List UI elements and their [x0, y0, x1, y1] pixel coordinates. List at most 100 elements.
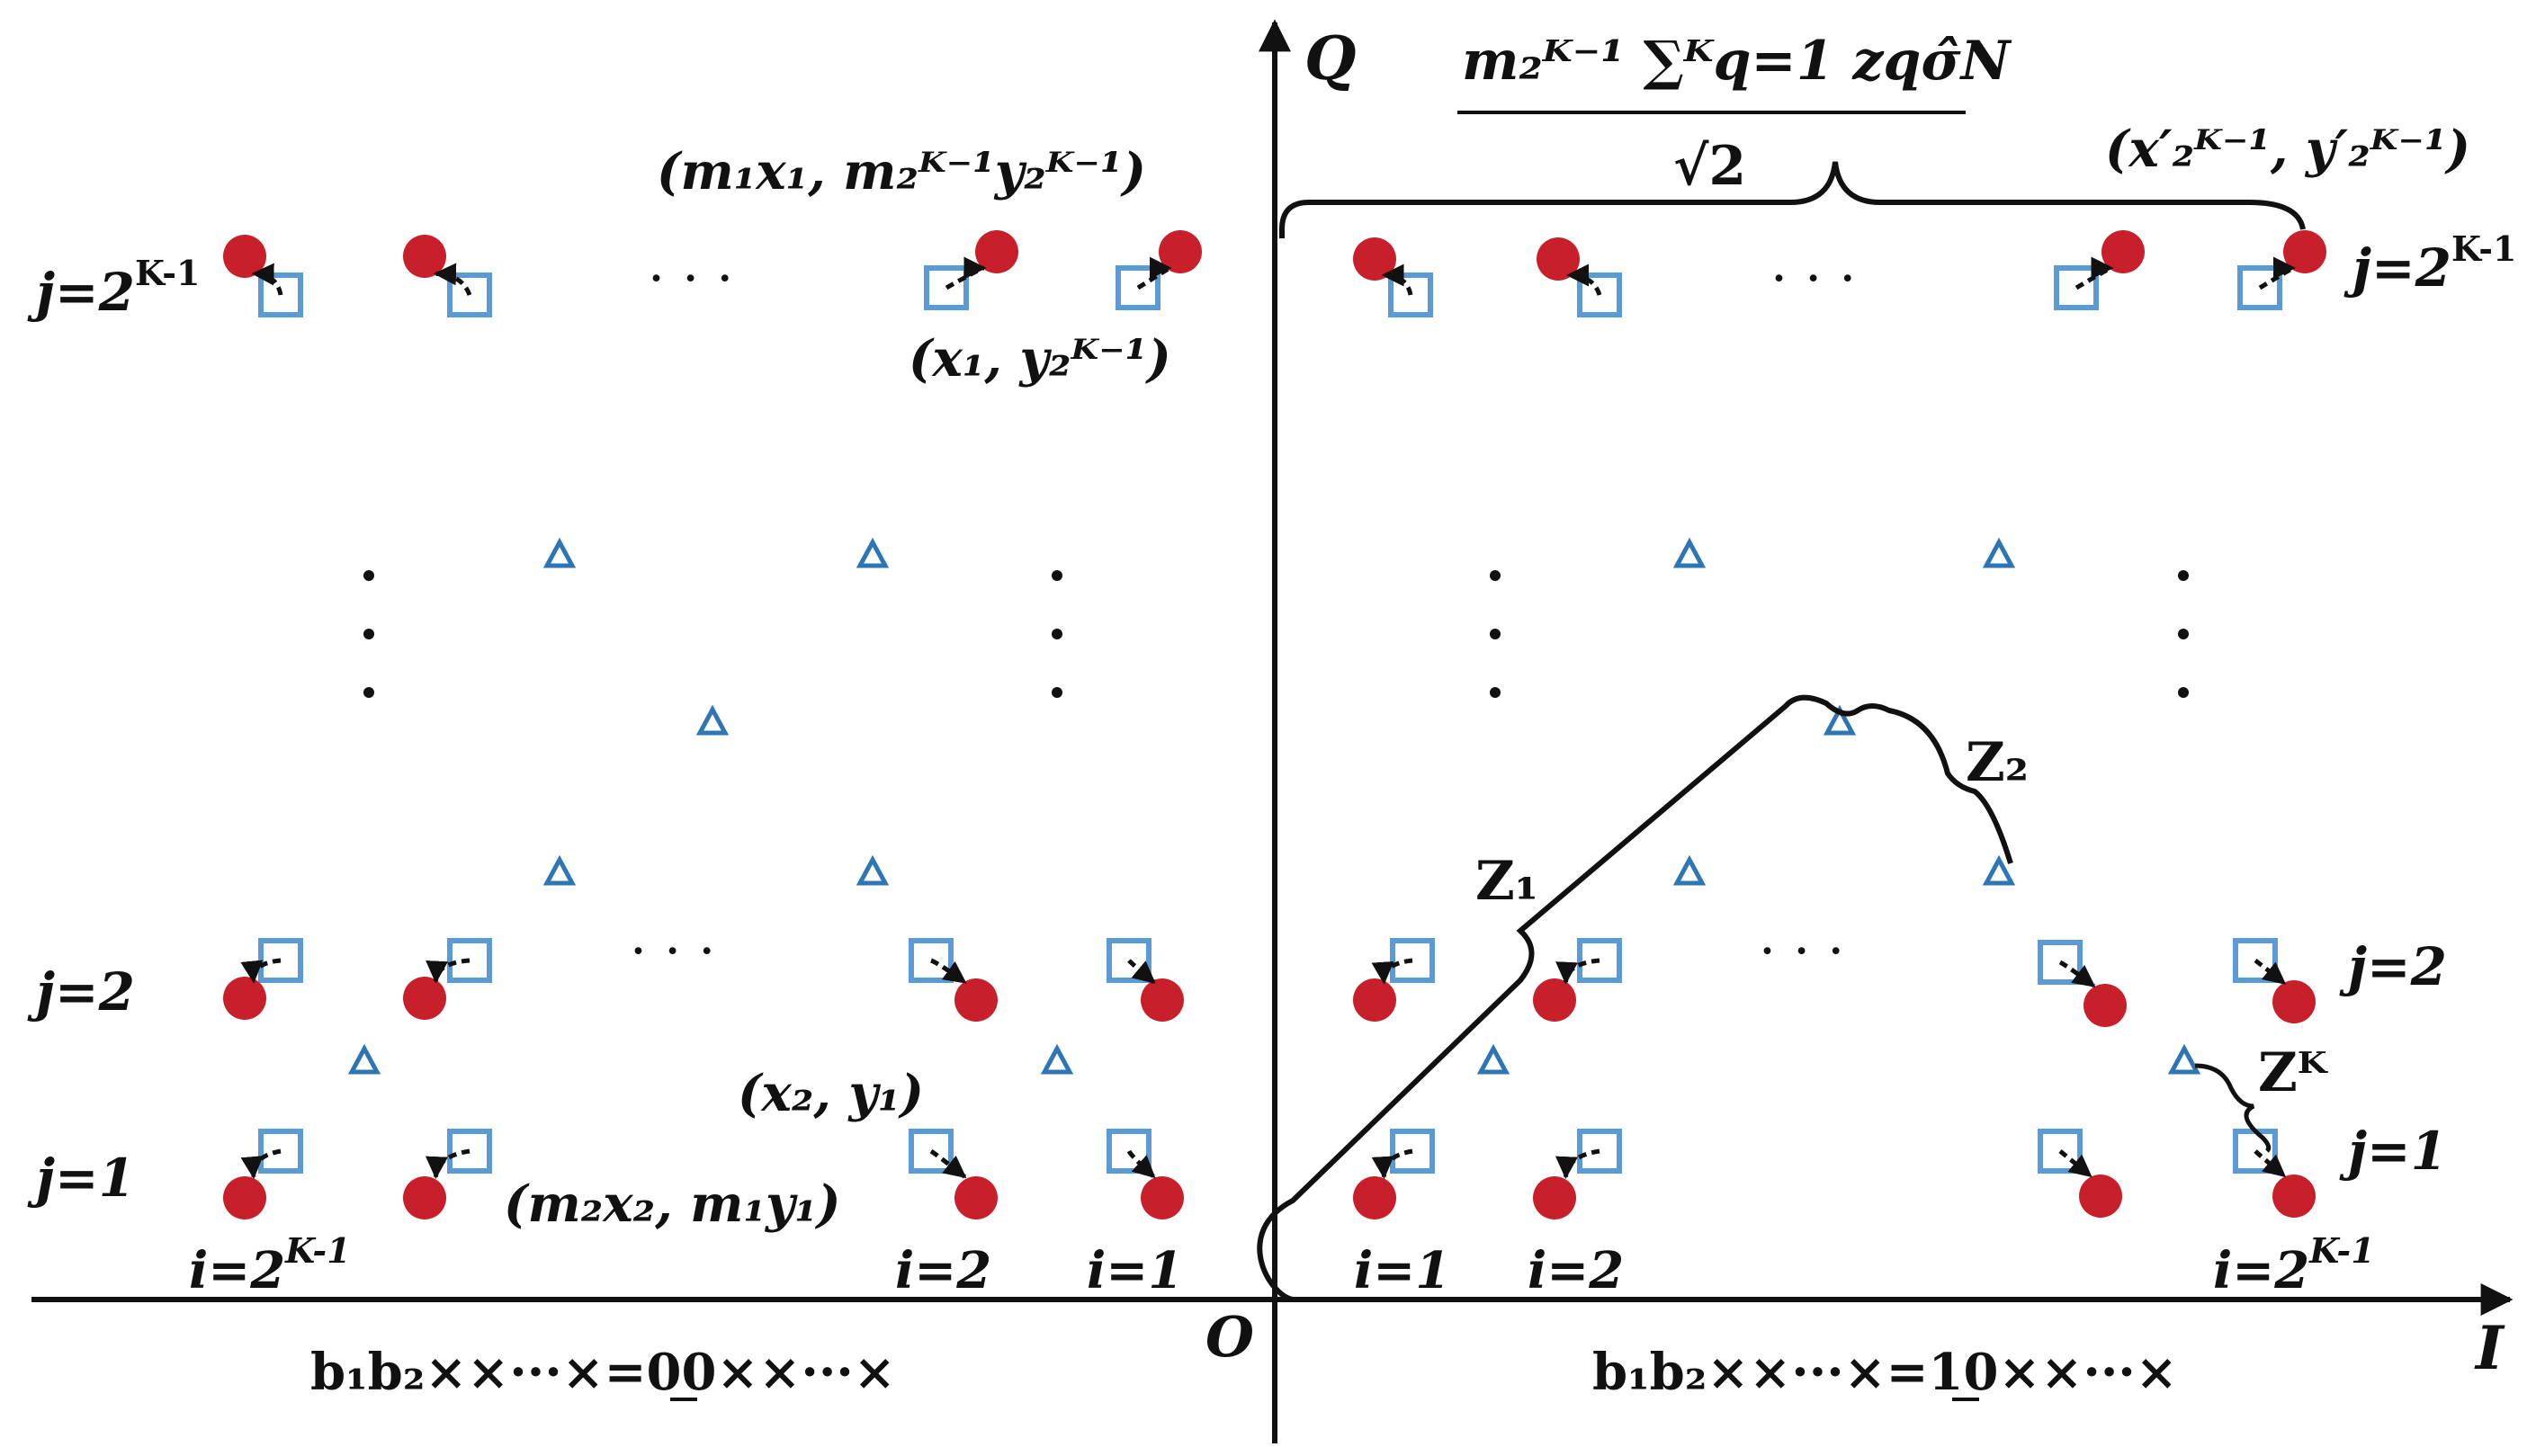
zk-label: Zᴷ	[2258, 1041, 2329, 1104]
circle-marker-16	[2272, 980, 2316, 1023]
square-marker-5	[1388, 272, 1433, 317]
vertical-ellipses	[363, 570, 2189, 698]
constellation-points	[223, 230, 2326, 1219]
col-label-right-far: i=2K-1	[2213, 1230, 2375, 1300]
vertical-dot-3-3	[1490, 687, 1501, 698]
dashed-arrow-18	[426, 1148, 470, 1180]
dashed-arrow-7	[2075, 256, 2114, 290]
vertical-dot-2-3	[1052, 687, 1062, 698]
dashed-arrow-13	[1371, 958, 1413, 985]
label-top-left-orig: (x₁, y₂ᴷ⁻¹)	[909, 329, 1171, 389]
row-label-top-left: j=2K-1	[27, 253, 200, 323]
triangle-marker-1	[542, 537, 577, 568]
col-label-left-i2: i=2	[895, 1241, 991, 1300]
square-marker-7	[2054, 265, 2099, 310]
circle-marker-23	[2079, 1175, 2122, 1218]
dashed-arrow-8	[2258, 256, 2296, 290]
origin-label: O	[1205, 1304, 1254, 1370]
z2-label: Z₂	[1966, 731, 2029, 794]
dashed-arrow-21	[1371, 1148, 1413, 1180]
circle-marker-13	[1353, 978, 1396, 1022]
dashed-arrow-17	[240, 1148, 282, 1180]
square-marker-10	[447, 938, 492, 983]
q-axis-label: Q	[1304, 23, 1357, 94]
triangle-marker-12	[1982, 854, 2016, 886]
ellipsis-mid-left: · · ·	[630, 920, 715, 983]
triangle-marker-14	[2167, 1043, 2201, 1075]
square-marker-14	[1577, 938, 1622, 983]
vertical-dot-4-1	[2178, 570, 2189, 581]
triangle-marker-8	[1672, 537, 1707, 568]
circle-marker-10	[403, 977, 446, 1020]
circle-marker-24	[2272, 1175, 2316, 1218]
dashed-arrow-6	[1566, 264, 1602, 296]
triangle-marker-11	[1672, 854, 1707, 886]
vertical-dot-1-1	[363, 570, 374, 581]
row-label-top-right: j=2K-1	[2343, 228, 2516, 299]
triangle-marker-5	[856, 854, 890, 886]
z-path	[1257, 694, 2013, 1302]
label-bottom-left-orig: (x₂, y₁)	[738, 1064, 924, 1123]
circle-marker-12	[1141, 978, 1184, 1022]
vertical-dot-4-2	[2178, 629, 2189, 639]
top-brace	[1279, 161, 2306, 238]
dashed-arrow-3	[945, 256, 987, 290]
dashed-arrow-4	[1136, 258, 1172, 290]
triangle-marker-7	[1040, 1043, 1074, 1075]
triangle-marker-6	[347, 1043, 381, 1075]
dashed-arrow-24	[2254, 1149, 2287, 1178]
circle-marker-7	[2101, 230, 2145, 273]
formula-denominator: √2	[1673, 135, 1746, 198]
vertical-dot-2-2	[1052, 629, 1062, 639]
vertical-dot-1-2	[363, 629, 374, 639]
triangle-marker-13	[1476, 1043, 1510, 1075]
label-bottom-left-mapped: (m₂x₂, m₁y₁)	[504, 1175, 841, 1234]
row-label-j2-right: j=2	[2339, 936, 2447, 997]
square-marker-18	[447, 1129, 492, 1174]
row-label-j1-left: j=1	[27, 1148, 135, 1209]
triangle-marker-10	[1823, 704, 1857, 736]
square-marker-2	[447, 272, 492, 317]
vertical-dot-4-3	[2178, 687, 2189, 698]
dashed-arrow-14	[1555, 958, 1600, 985]
circle-marker-8	[2283, 230, 2326, 273]
circle-marker-17	[223, 1176, 266, 1219]
i-axis-label: I	[2474, 1313, 2505, 1383]
col-label-right-i1: i=1	[1354, 1241, 1450, 1300]
circle-marker-1	[223, 235, 266, 278]
square-marker-22	[1577, 1129, 1622, 1174]
square-marker-4	[1116, 265, 1160, 310]
square-marker-15	[2038, 940, 2083, 985]
circle-marker-6	[1537, 237, 1580, 281]
triangle-marker-9	[1982, 537, 2016, 568]
square-marker-13	[1390, 938, 1435, 983]
vertical-dot-2-1	[1052, 570, 1062, 581]
circle-marker-22	[1533, 1176, 1576, 1219]
dashed-arrow-2	[434, 263, 472, 296]
square-marker-17	[258, 1129, 303, 1174]
triangle-marker-2	[856, 537, 890, 568]
square-marker-21	[1390, 1129, 1435, 1174]
vertical-dot-1-3	[363, 687, 374, 698]
col-label-left-i1: i=1	[1087, 1241, 1183, 1300]
dashed-arrow-19	[929, 1148, 967, 1179]
circle-marker-4	[1159, 230, 1202, 273]
vertical-dot-3-2	[1490, 629, 1501, 639]
dashed-arrow-15	[2058, 960, 2096, 988]
circle-marker-20	[1141, 1176, 1184, 1219]
col-label-right-i2: i=2	[1528, 1241, 1624, 1300]
label-top-left-mapped: (m₁x₁, m₂ᴷ⁻¹y₂ᴷ⁻¹)	[657, 142, 1146, 201]
square-marker-19	[909, 1129, 954, 1174]
triangle-marker-3	[695, 704, 730, 736]
dashed-arrow-10	[426, 958, 470, 984]
formula-numerator: m₂ᴷ⁻¹ ∑ᴷq=1 zqσ̂N	[1462, 30, 2012, 93]
z1-label: Z₁	[1475, 850, 1538, 913]
circle-marker-18	[403, 1176, 446, 1219]
col-label-left-far: i=2K-1	[189, 1230, 351, 1300]
circle-marker-19	[954, 1176, 998, 1219]
dashed-arrow-5	[1381, 264, 1413, 296]
bit-label-left: b₁b₂××···×=00××···×	[310, 1343, 896, 1402]
circle-marker-15	[2083, 984, 2127, 1027]
circle-marker-11	[954, 978, 998, 1022]
